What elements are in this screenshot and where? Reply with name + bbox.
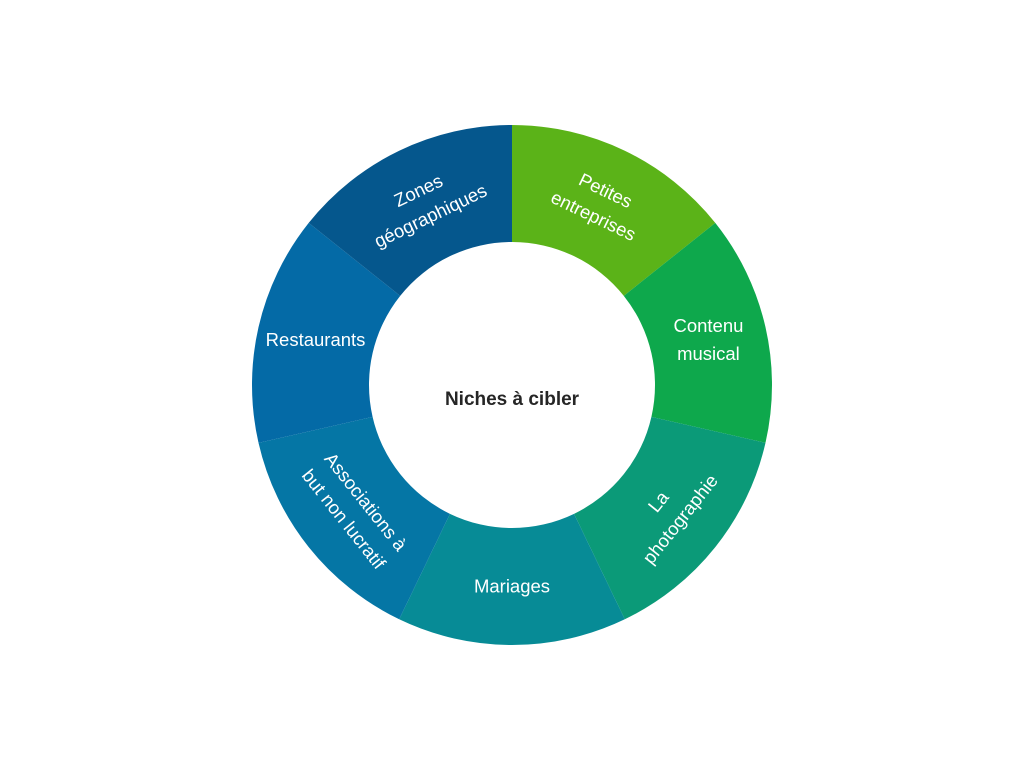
segment-contenu-musical bbox=[623, 222, 772, 443]
diagram-segments bbox=[252, 125, 772, 645]
segment-restaurants bbox=[252, 222, 401, 443]
segment-label-restaurants: Restaurants bbox=[266, 329, 366, 350]
center-label: Niches à cibler bbox=[445, 389, 580, 410]
segment-label-line: Contenu bbox=[673, 315, 743, 336]
segment-label-line: musical bbox=[677, 343, 740, 364]
segment-petites-entreprises bbox=[512, 125, 716, 296]
segment-label-contenu-musical: Contenu musical bbox=[673, 315, 743, 364]
segment-la-photographie bbox=[574, 416, 766, 620]
segment-label-mariages: Mariages bbox=[474, 576, 550, 597]
segment-label-line: Restaurants bbox=[266, 329, 366, 350]
segment-associations bbox=[258, 416, 450, 620]
segment-label-line: Mariages bbox=[474, 576, 550, 597]
segment-mariages bbox=[399, 513, 625, 645]
segment-zones-geographiques bbox=[308, 125, 512, 296]
